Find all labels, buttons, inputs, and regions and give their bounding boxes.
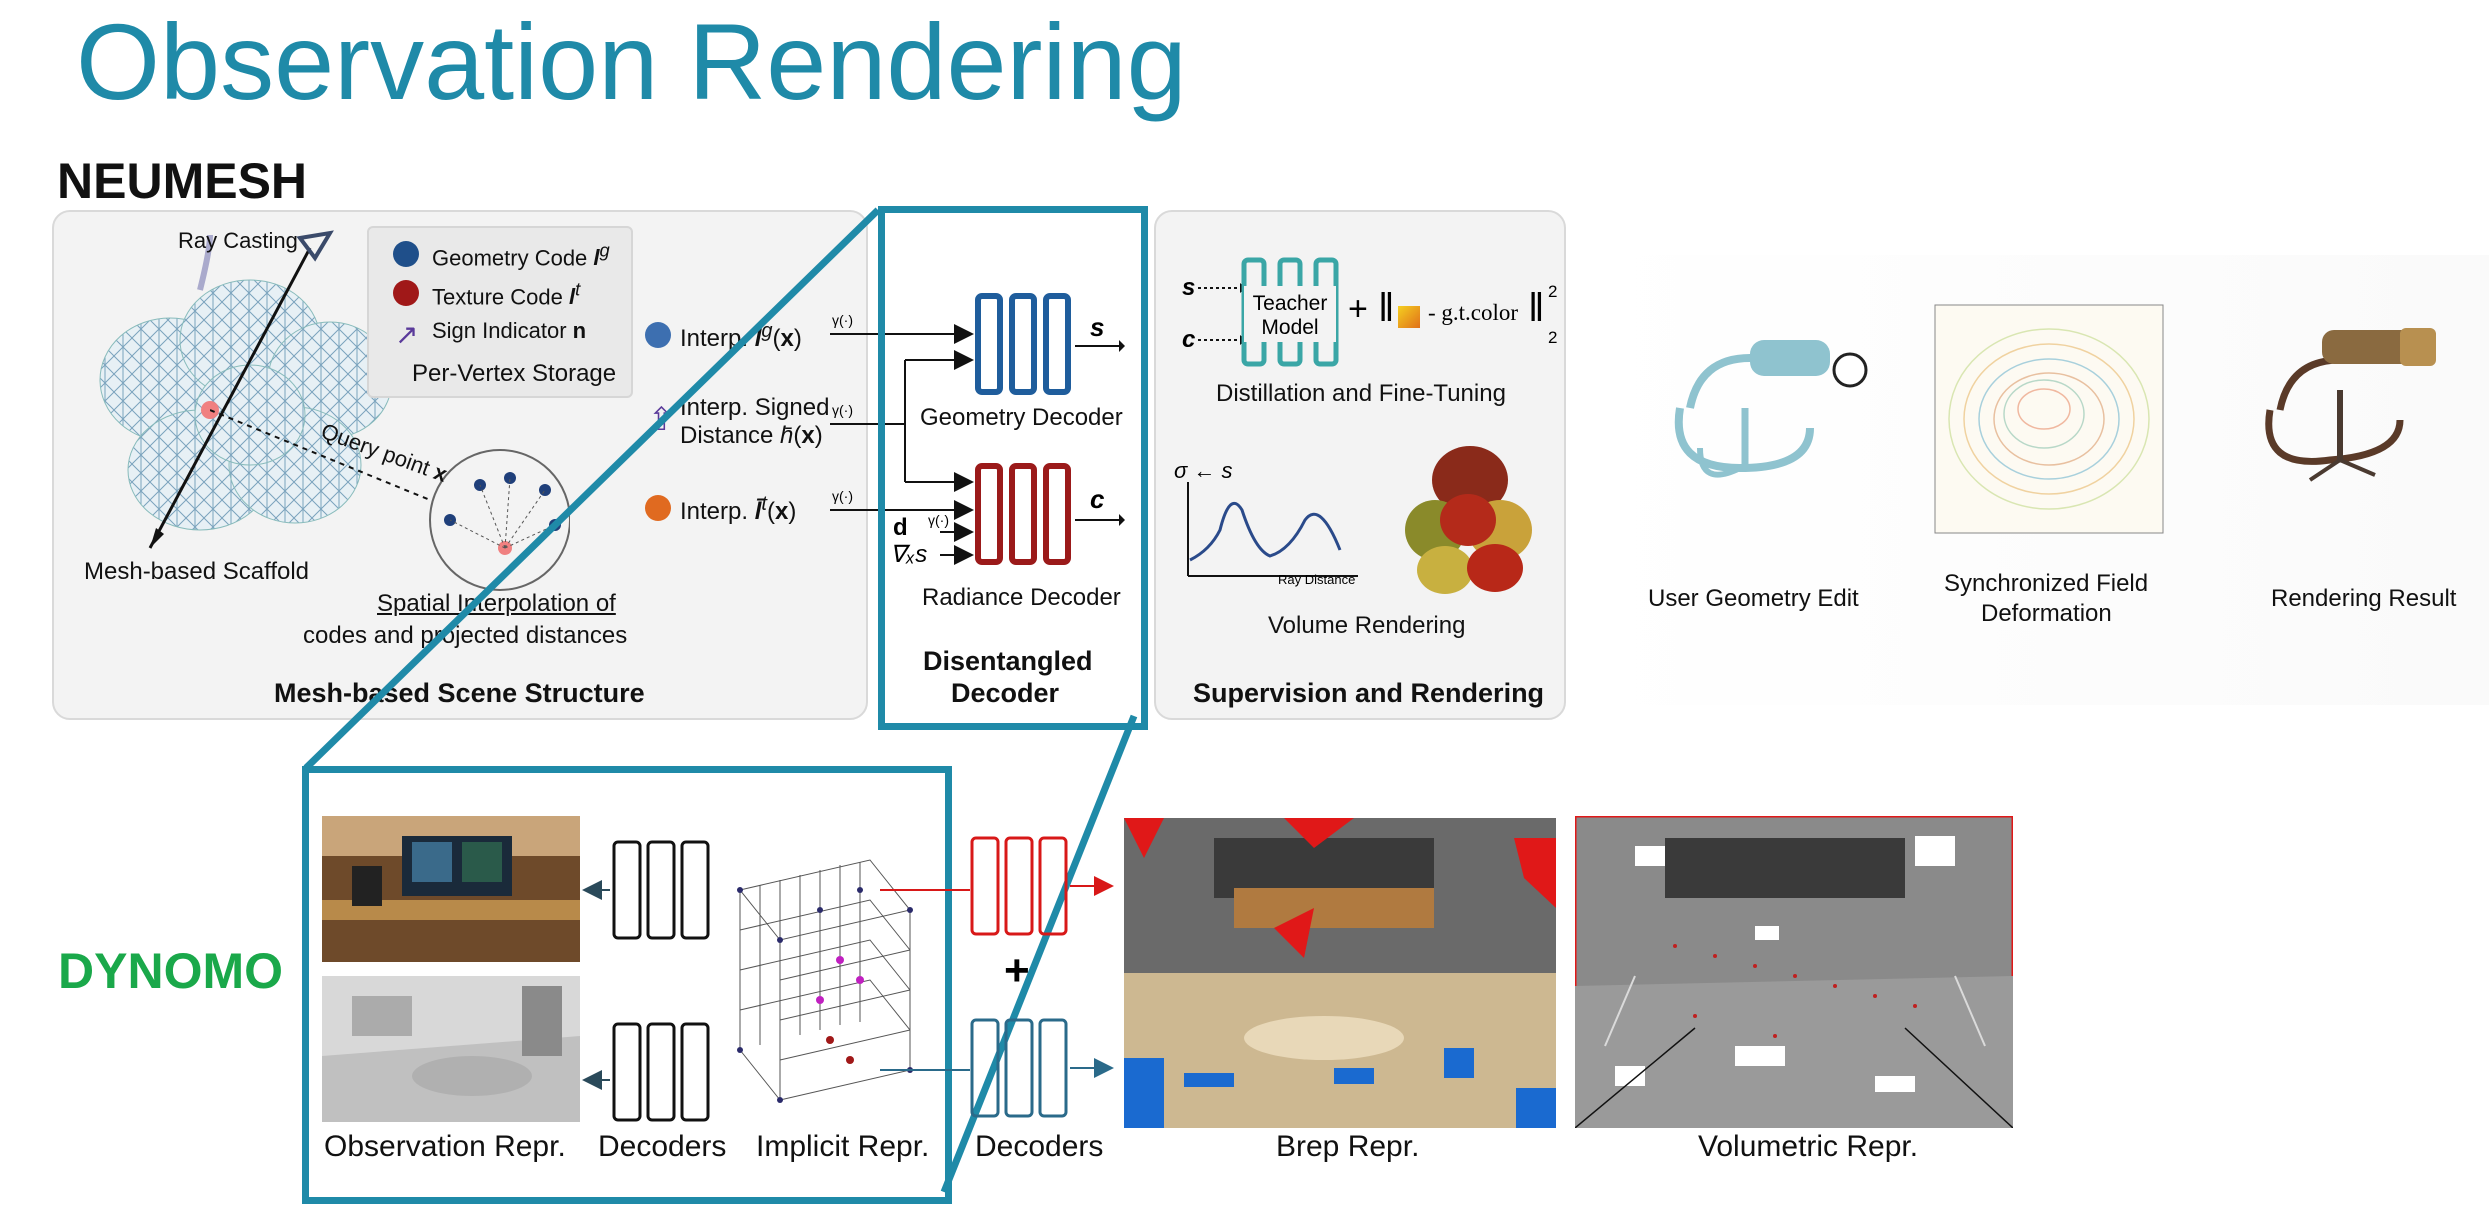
disentangled-caption-2: Decoder [951,678,1060,708]
user-geometry-edit-label: User Geometry Edit [1648,585,1859,612]
sign-indicator-icon: ↗ [395,319,419,350]
teacher-input-c: c [1182,326,1196,353]
page-title: Observation Rendering [76,1,1187,122]
teacher-input-s: s [1182,274,1196,301]
gamma-label-4: γ(·) [928,512,949,528]
volumetric-repr-label: Volumetric Repr. [1698,1130,1919,1163]
decoders-left-label: Decoders [598,1130,727,1163]
interp-signed-label-2: Distance h̄(x) [680,422,823,449]
fruit-illustration [1405,446,1532,594]
section-label-dynomo: DYNOMO [58,943,283,999]
implicit-repr-label: Implicit Repr. [756,1130,930,1163]
geometry-code-dot [393,241,419,267]
rendering-result-image [2265,328,2436,482]
spatial-interpolation-illustration [210,409,570,591]
disentangled-caption-1: Disentangled [923,646,1093,676]
scene-structure-caption: Mesh-based Scene Structure [274,678,645,708]
input-d-label: d [893,514,908,541]
radiance-decoder-icon [975,463,1071,565]
geometry-output-arrow [1075,340,1125,352]
mesh-scaffold-label: Mesh-based Scaffold [84,558,310,585]
volume-rendering-label: Volume Rendering [1268,612,1466,639]
radiance-output-arrow [1075,514,1125,526]
left-decoders-icons [582,840,710,1122]
supervision-caption: Supervision and Rendering [1193,678,1545,708]
plus-operator: + [1004,946,1030,995]
geometry-code-label: Geometry Code lg [432,240,610,271]
gamma-label-2: γ(·) [832,402,853,418]
norm-sub: 2 [1548,328,1558,347]
synchronized-field-label-1: Synchronized Field [1944,570,2149,597]
observation-rgb-image [322,816,580,962]
texture-code-label: Texture Code lt [432,279,581,310]
disentangled-decoder-box [878,206,1148,730]
interp-geo-dot [645,322,671,348]
ray-distance-label: Ray Distance [1278,572,1356,587]
gamma-label-3: γ(·) [832,488,853,504]
norm-exp: 2 [1548,282,1558,301]
interp-signed-label-1: Interp. Signed [680,394,830,421]
user-geometry-edit-image [1674,340,1868,478]
rendering-result-label: Rendering Result [2271,585,2457,612]
decoders-right-label: Decoders [975,1130,1104,1163]
ray-casting-line [148,230,334,549]
interp-tex-label: Interp. l̄t(x) [680,493,797,525]
color-swatch [1398,306,1420,328]
volumetric-representation-image [1575,816,2013,1128]
brep-repr-label: Brep Repr. [1276,1130,1420,1163]
mesh-scaffold-illustration [99,234,393,531]
output-s-label: s [1090,312,1105,342]
teacher-model-label-1: Teacher [1252,292,1328,315]
spatial-interp-line1: Spatial Interpolation of [377,590,616,617]
radiance-decoder-label: Radiance Decoder [922,584,1121,611]
geometry-decoder-label: Geometry Decoder [920,404,1123,431]
ray-casting-label: Ray Casting [178,228,298,253]
observation-repr-label: Observation Repr. [324,1130,566,1163]
sign-indicator-label: Sign Indicator n [432,318,587,343]
teacher-model-label-2: Model [1261,316,1319,339]
teacher-model-icon [1241,257,1339,367]
per-vertex-storage-title: Per-Vertex Storage [412,360,617,387]
right-decoders-icons [880,836,1114,1118]
geometry-decoder-icon [975,293,1071,395]
implicit-representation-grid [737,859,913,1103]
sigma-s-label: σ ← s [1174,458,1233,483]
section-label-neumesh: NEUMESH [57,153,308,209]
observation-depth-image [322,976,580,1122]
texture-code-dot [393,280,419,306]
input-grad-label: ∇ₓs [890,541,928,568]
interp-tex-dot [645,495,671,521]
interp-to-decoder-arrows [830,324,974,565]
gamma-label-1: γ(·) [832,312,853,328]
synchronized-field-label-2: Deformation [1981,600,2112,627]
brep-representation-image [1124,818,1556,1128]
synchronized-field-image [1934,304,2164,534]
distill-label: Distillation and Fine-Tuning [1216,380,1506,407]
dynomo-box [302,766,952,1204]
plus-sign: + [1348,290,1368,328]
spatial-interp-line2: codes and projected distances [303,622,628,649]
gt-color-label: - g.t.color [1428,300,1519,325]
output-c-label: c [1090,484,1105,514]
volume-rendering-plot [1187,482,1358,577]
